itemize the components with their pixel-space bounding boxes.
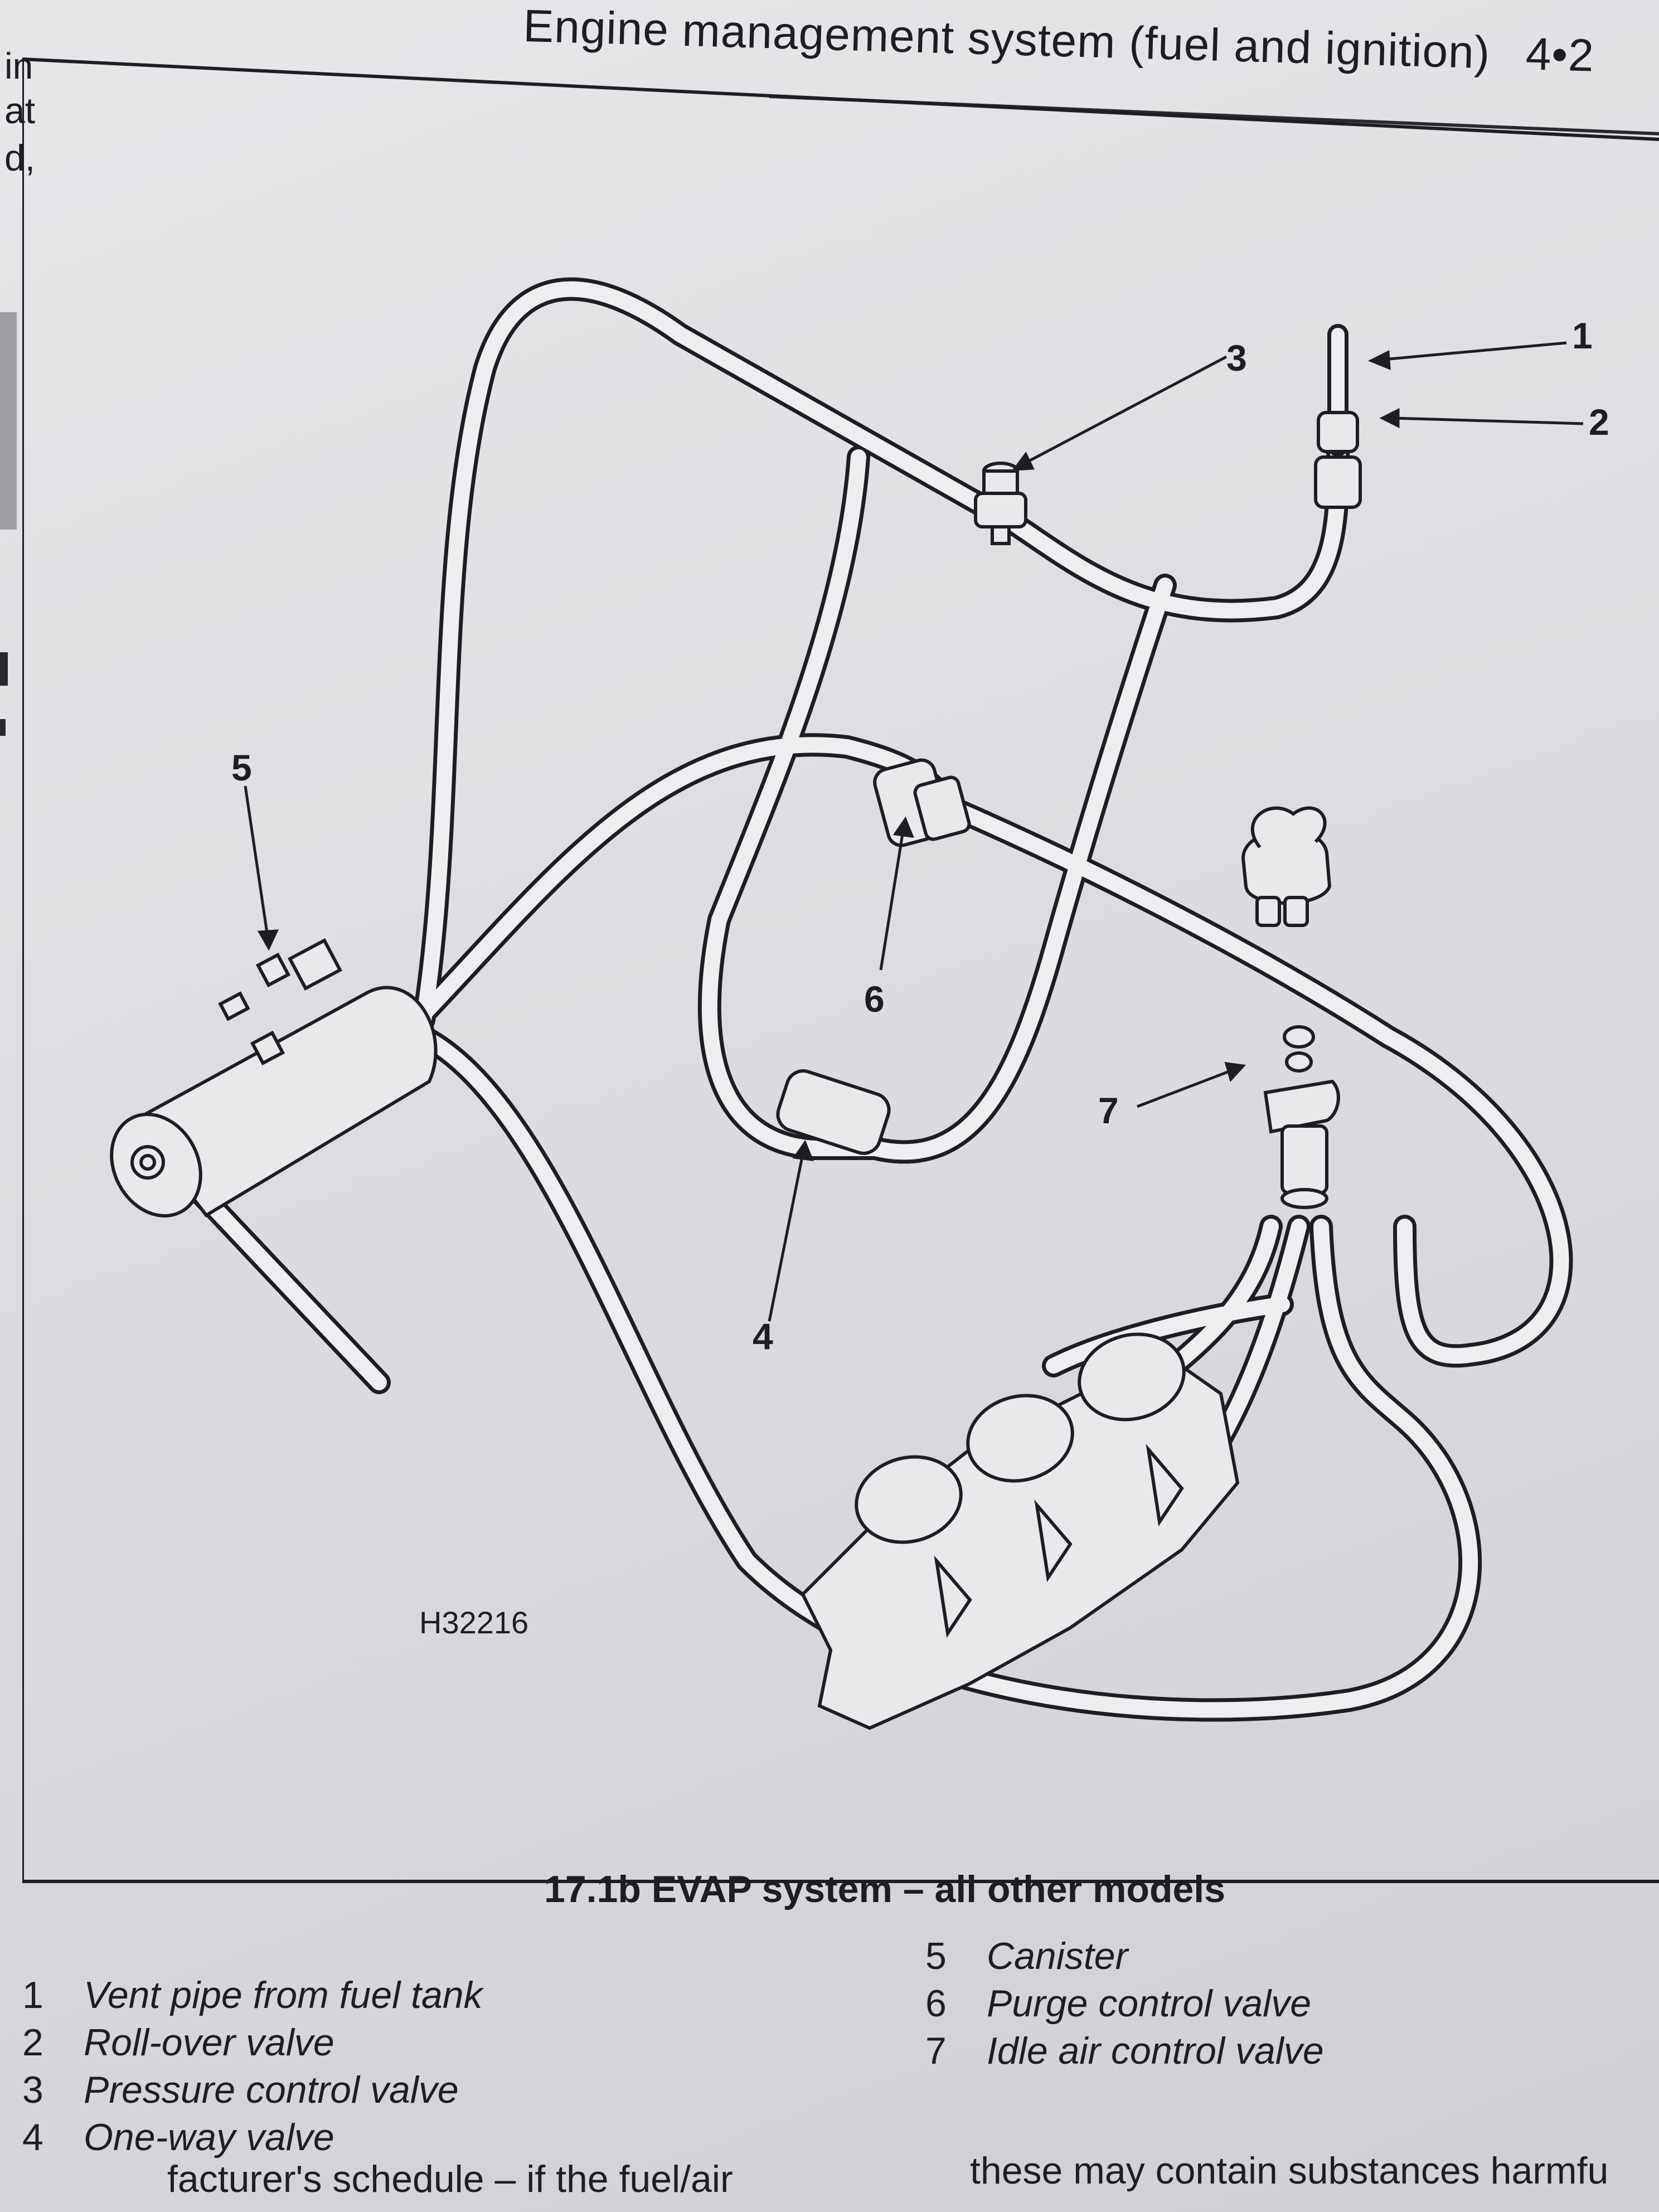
legend-item: 2 Roll-over valve — [22, 2021, 334, 2064]
evap-system-diagram: 1 2 3 4 5 6 7 H32216 — [21, 57, 1659, 1883]
legend-text: One-way valve — [84, 2116, 334, 2158]
figure-border — [21, 57, 1659, 1883]
legend-item: 6 Purge control valve — [925, 1982, 1311, 2025]
margin-shade-bar — [0, 312, 17, 530]
legend-number: 6 — [925, 1982, 947, 2025]
callout-6: 6 — [864, 978, 885, 1020]
callout-labels: 1 2 3 4 5 6 7 H32216 — [231, 315, 1609, 1640]
margin-fragment: at — [4, 90, 36, 131]
callout-3: 3 — [1226, 337, 1247, 379]
callout-1: 1 — [1572, 315, 1593, 356]
legend-number: 1 — [22, 1974, 43, 2016]
legend-text: Canister — [987, 1935, 1128, 1977]
legend-number: 7 — [925, 2030, 947, 2072]
margin-fragment: in — [4, 45, 33, 86]
legend-text: Pressure control valve — [84, 2069, 459, 2111]
figure-caption: 17.1b EVAP system – all other models — [544, 1868, 1226, 1910]
legend-item: 1 Vent pipe from fuel tank — [22, 1973, 483, 2017]
margin-mark — [0, 719, 6, 736]
legend-item: 4 One-way valve — [22, 2116, 334, 2159]
roll-over-valve — [1314, 411, 1362, 509]
callout-5: 5 — [231, 747, 252, 788]
leader-lines — [244, 341, 1584, 1322]
body-text-fragment: facturer's schedule – if the fuel/air — [167, 2158, 733, 2200]
legend-text: Purge control valve — [987, 1982, 1312, 2025]
legend-text: Idle air control valve — [987, 2030, 1324, 2072]
callout-7: 7 — [1098, 1090, 1119, 1131]
one-way-valve — [776, 1069, 891, 1155]
purge-control-valve — [873, 758, 971, 847]
callout-2: 2 — [1589, 401, 1609, 443]
legend-text: Vent pipe from fuel tank — [84, 1974, 483, 2016]
legend-item: 7 Idle air control valve — [925, 2029, 1324, 2073]
legend-number: 5 — [925, 1935, 947, 1977]
legend-number: 3 — [22, 2069, 43, 2111]
body-text-fragment: these may contain substances harmfu — [970, 2150, 1609, 2192]
idle-air-control-valve — [1241, 806, 1340, 1209]
legend-number: 2 — [22, 2021, 43, 2064]
evap-diagram-figure: 1 2 3 4 5 6 7 H32216 — [21, 56, 1659, 1884]
legend-text: Roll-over valve — [84, 2021, 334, 2064]
callout-4: 4 — [753, 1316, 773, 1357]
canister — [110, 938, 438, 1217]
legend-number: 4 — [22, 2116, 43, 2158]
legend-item: 5 Canister — [925, 1934, 1128, 1978]
margin-mark — [0, 652, 8, 686]
pressure-control-valve — [974, 462, 1027, 545]
margin-fragment: d, — [4, 137, 36, 178]
legend-item: 3 Pressure control valve — [22, 2068, 459, 2112]
intake-manifold — [801, 1332, 1240, 1730]
figure-reference-code: H32216 — [419, 1605, 528, 1640]
